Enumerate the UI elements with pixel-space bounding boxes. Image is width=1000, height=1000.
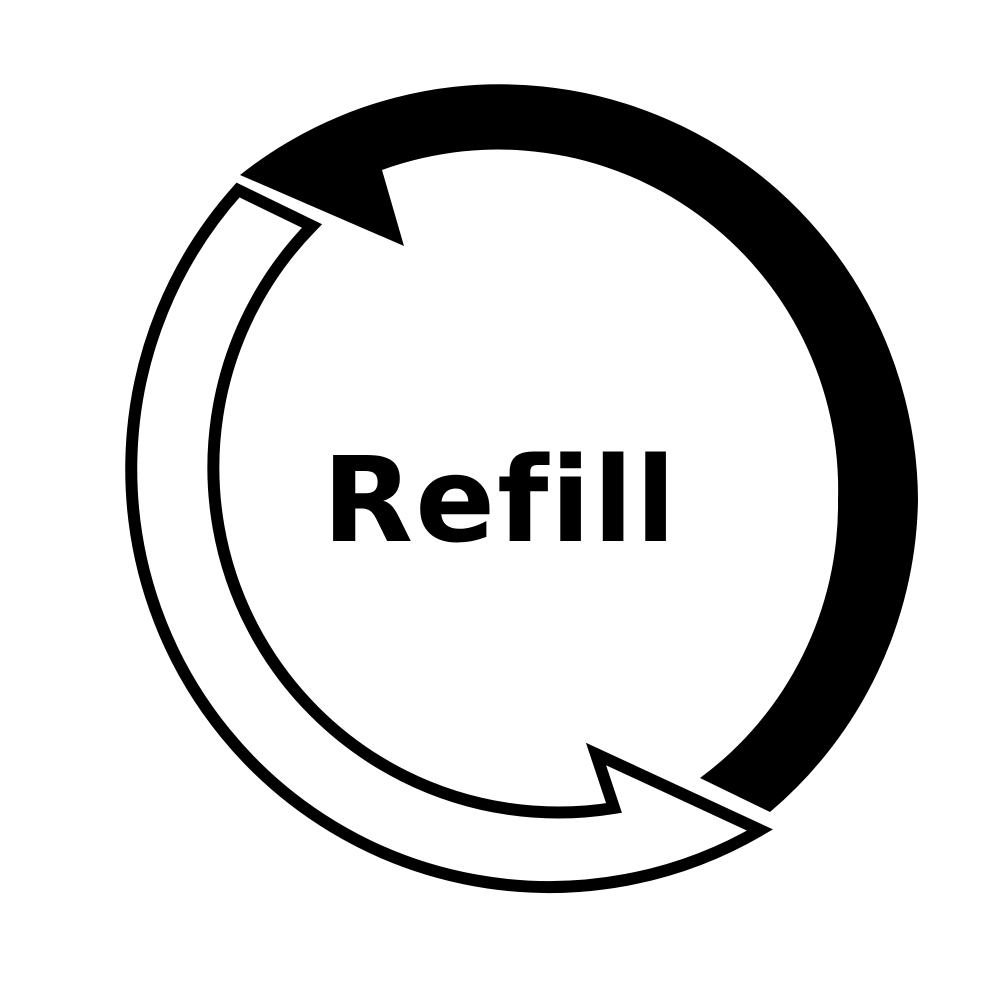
outline-arc-arrow — [125, 182, 773, 894]
solid-arc-arrow — [240, 84, 918, 812]
refill-label: Refill — [322, 431, 678, 569]
